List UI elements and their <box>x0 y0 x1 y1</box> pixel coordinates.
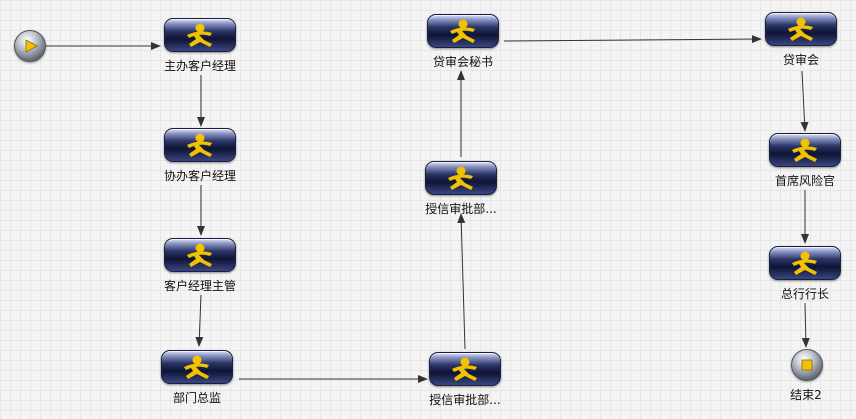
task-node-n4[interactable]: 部门总监 <box>137 350 257 406</box>
task-label: 授信审批部... <box>425 202 497 216</box>
end-event-label: 结束2 <box>790 388 822 402</box>
stop-icon <box>801 359 813 371</box>
task-box <box>425 161 497 195</box>
edge-n8-to-n9 <box>800 70 809 132</box>
task-box <box>769 133 841 167</box>
task-box <box>427 14 499 48</box>
task-box <box>765 12 837 46</box>
task-label: 协办客户经理 <box>163 169 236 183</box>
edge-n10-to-end <box>801 302 810 348</box>
start-event[interactable] <box>14 30 46 62</box>
task-node-n7[interactable]: 贷审会秘书 <box>403 14 523 70</box>
task-label: 客户经理主管 <box>163 279 236 293</box>
task-node-n3[interactable]: 客户经理主管 <box>140 238 260 294</box>
task-label: 首席风险官 <box>774 174 835 188</box>
running-person-icon <box>187 23 212 47</box>
task-node-n5[interactable]: 授信审批部... <box>405 352 525 408</box>
task-label: 贷审会秘书 <box>432 55 493 69</box>
task-label: 部门总监 <box>172 391 221 405</box>
edge-n7-to-n8 <box>503 35 762 44</box>
end-event[interactable] <box>791 349 823 381</box>
task-label: 主办客户经理 <box>163 59 236 73</box>
task-label: 贷审会 <box>782 53 819 67</box>
task-node-n1[interactable]: 主办客户经理 <box>140 18 260 74</box>
task-box <box>164 18 236 52</box>
running-person-icon <box>187 243 212 267</box>
task-node-n9[interactable]: 首席风险官 <box>745 133 856 189</box>
running-person-icon <box>788 17 813 41</box>
task-node-n8[interactable]: 贷审会 <box>741 12 856 68</box>
task-box <box>769 246 841 280</box>
running-person-icon <box>452 357 477 381</box>
edge-n3-to-n4 <box>195 294 204 347</box>
task-box <box>429 352 501 386</box>
task-box <box>164 128 236 162</box>
running-person-icon <box>792 251 817 275</box>
task-label: 总行行长 <box>780 287 829 301</box>
task-label: 授信审批部... <box>429 393 501 407</box>
task-node-n10[interactable]: 总行行长 <box>745 246 856 302</box>
task-box <box>161 350 233 384</box>
running-person-icon <box>448 166 473 190</box>
running-person-icon <box>187 133 212 157</box>
running-person-icon <box>450 19 475 43</box>
play-icon <box>25 39 38 53</box>
task-node-n2[interactable]: 协办客户经理 <box>140 128 260 184</box>
edge-n5-to-n6 <box>457 213 466 350</box>
task-box <box>164 238 236 272</box>
running-person-icon <box>184 355 209 379</box>
running-person-icon <box>792 138 817 162</box>
task-node-n6[interactable]: 授信审批部... <box>401 161 521 217</box>
